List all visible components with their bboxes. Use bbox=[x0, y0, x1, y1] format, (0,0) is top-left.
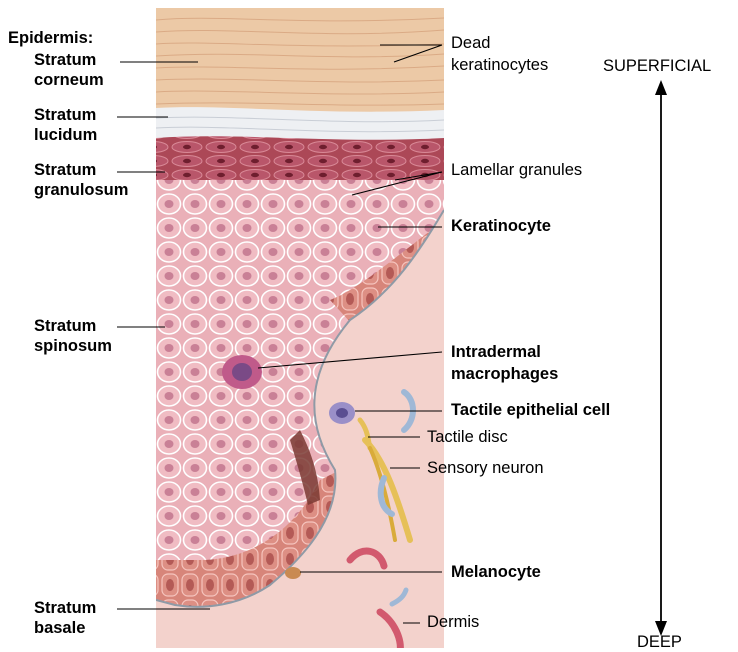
label-spinosum-2: spinosum bbox=[34, 336, 112, 356]
label-tactile-disc: Tactile disc bbox=[427, 427, 508, 447]
label-lucidum-2: lucidum bbox=[34, 125, 97, 145]
label-keratinocyte: Keratinocyte bbox=[451, 216, 551, 236]
label-superficial: SUPERFICIAL bbox=[603, 56, 711, 76]
label-lucidum-1: Stratum bbox=[34, 105, 96, 125]
label-granulosum-2: granulosum bbox=[34, 180, 128, 200]
label-dermis: Dermis bbox=[427, 612, 479, 632]
label-spinosum-1: Stratum bbox=[34, 316, 96, 336]
label-sensory-neuron: Sensory neuron bbox=[427, 458, 544, 478]
label-tactile-epithelial-cell: Tactile epithelial cell bbox=[451, 400, 610, 420]
label-macrophages-1: Intradermal bbox=[451, 342, 541, 362]
label-deep: DEEP bbox=[637, 632, 682, 652]
label-corneum-2: corneum bbox=[34, 70, 104, 90]
label-corneum-1: Stratum bbox=[34, 50, 96, 70]
epidermis-header: Epidermis: bbox=[8, 28, 93, 48]
depth-arrow bbox=[655, 80, 667, 636]
label-dead-1: Dead bbox=[451, 33, 490, 53]
melanocyte-cell bbox=[285, 567, 301, 579]
label-dead-2: keratinocytes bbox=[451, 55, 548, 75]
label-basale-1: Stratum bbox=[34, 598, 96, 618]
tissue-illustration bbox=[156, 8, 444, 652]
label-lamellar-granules: Lamellar granules bbox=[451, 160, 582, 180]
label-macrophages-2: macrophages bbox=[451, 364, 558, 384]
label-basale-2: basale bbox=[34, 618, 85, 638]
label-melanocyte: Melanocyte bbox=[451, 562, 541, 582]
label-granulosum-1: Stratum bbox=[34, 160, 96, 180]
